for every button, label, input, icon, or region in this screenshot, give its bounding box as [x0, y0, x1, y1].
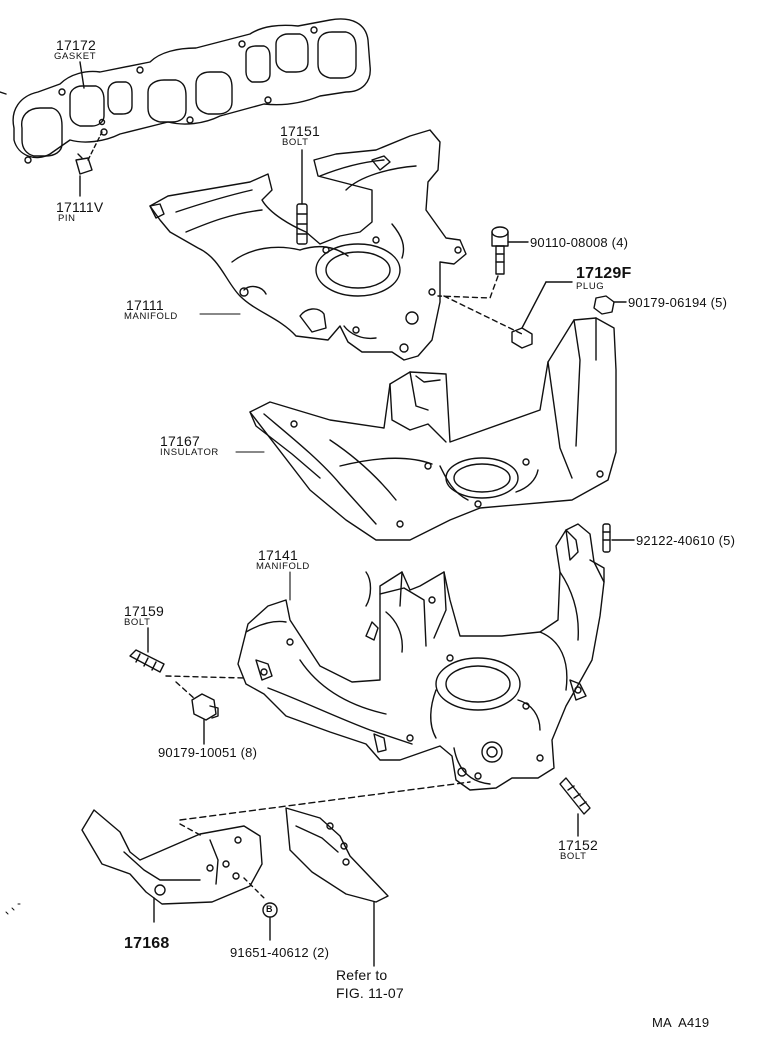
bolt-17159-shape — [130, 628, 244, 678]
label-17129f-number: 17129F — [576, 265, 632, 282]
manifold-17141-shape — [238, 524, 604, 790]
label-17111-name: MANIFOLD — [124, 311, 178, 322]
label-91651-number: 91651-40612 (2) — [230, 945, 330, 960]
bolt-17152-shape — [560, 778, 590, 836]
label-17129f-name: PLUG — [576, 281, 605, 292]
label-17141-number: 17141 — [258, 547, 298, 563]
plug-17129f-shape — [512, 282, 572, 348]
label-17159-number: 17159 — [124, 603, 164, 619]
label-92122-number: 92122-40610 (5) — [636, 533, 736, 548]
nut-90179-06194-shape — [594, 296, 626, 314]
stud-92122-shape — [603, 524, 634, 552]
label-17151-name: BOLT — [282, 137, 309, 148]
bolt-90110-shape — [438, 227, 528, 334]
label-17111v-number: 17111V — [56, 199, 104, 215]
label-90110-number: 90110-08008 (4) — [530, 235, 629, 250]
reference-line1: Refer to — [336, 967, 388, 983]
label-17168-number: 17168 — [124, 935, 170, 952]
reference-line2: FIG. 11-07 — [336, 985, 404, 1001]
leader-line — [80, 62, 84, 88]
manifold-17111-shape — [150, 130, 466, 360]
bolt-17151-shape — [297, 150, 307, 244]
label-90179-06194-number: 90179-06194 (5) — [628, 295, 728, 310]
label-17151-number: 17151 — [280, 123, 320, 139]
marker-b — [263, 903, 277, 917]
label-leaders — [200, 314, 290, 600]
label-90179-10051-number: 90179-10051 (8) — [158, 745, 258, 760]
label-17167-number: 17167 — [160, 433, 200, 449]
insulator-17167-shape — [250, 318, 616, 540]
gasket-17172-shape — [13, 19, 370, 163]
nut-90179-10051-shape — [176, 682, 218, 744]
label-17152-name: BOLT — [560, 851, 587, 862]
label-17152-number: 17152 — [558, 837, 598, 853]
label-17141-name: MANIFOLD — [256, 561, 310, 572]
label-17111v-name: PIN — [58, 213, 76, 224]
heat-shield-17168-shape — [82, 810, 270, 940]
pin-17111v-shape — [76, 132, 102, 196]
label-17159-name: BOLT — [124, 617, 151, 628]
speck-marks — [6, 904, 20, 914]
leader-line — [0, 92, 6, 94]
leader-line — [180, 782, 470, 820]
label-17172-name: GASKET — [54, 51, 97, 62]
heat-shield-other-shape — [286, 808, 388, 966]
label-17167-name: INSULATOR — [160, 447, 219, 458]
label-17111-number: 17111 — [126, 297, 164, 313]
figure-code: MA A419 — [652, 1015, 710, 1030]
label-17172-number: 17172 — [56, 37, 96, 53]
marker-b-letter: B — [266, 904, 274, 914]
